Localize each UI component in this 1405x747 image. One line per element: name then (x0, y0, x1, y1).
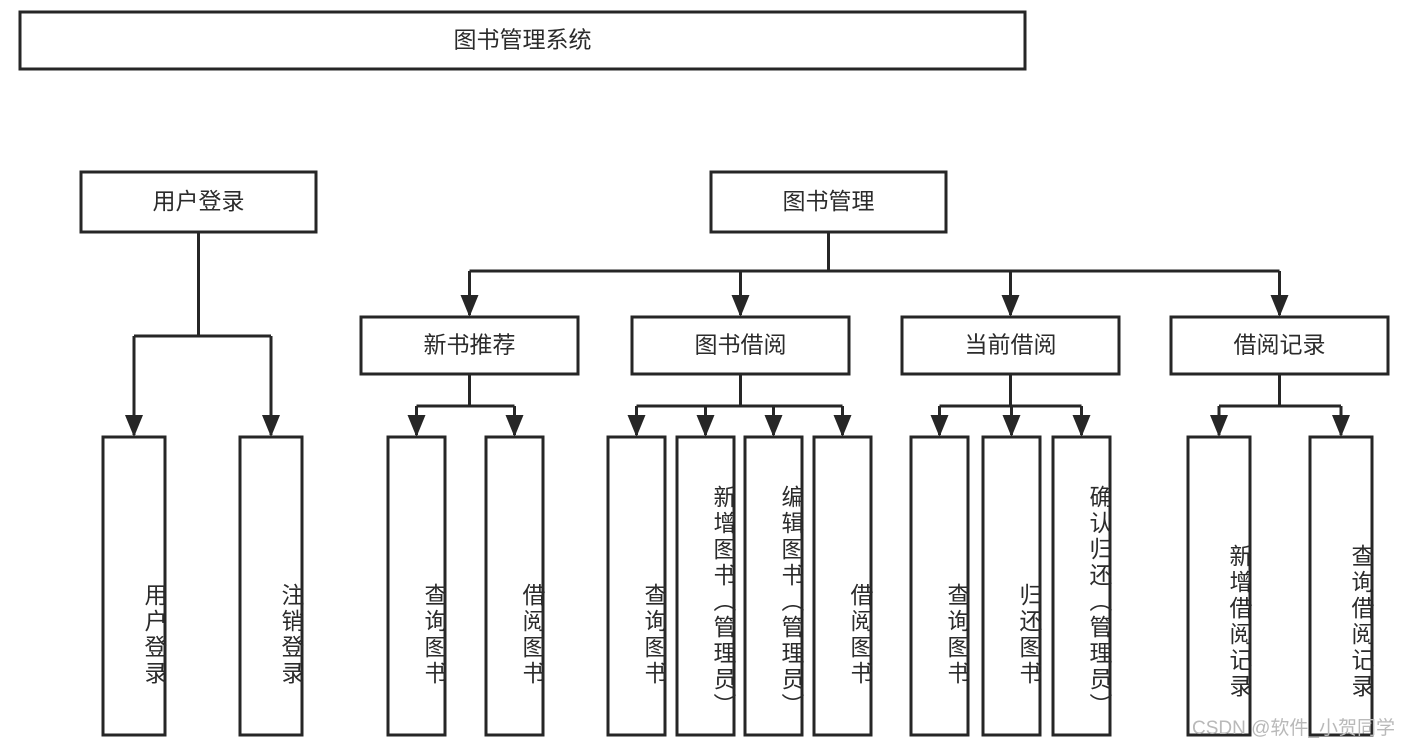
arrow-head-icon (1001, 295, 1020, 317)
arrow-head-icon (696, 415, 715, 437)
node-label-borrow-record: 借阅记录 (1234, 332, 1326, 358)
node-root[interactable]: 图书管理系统 (18, 10, 1027, 71)
node-bb-query[interactable] (606, 435, 667, 737)
node-label-current-borrow: 当前借阅 (965, 332, 1057, 358)
node-current-borrow[interactable]: 当前借阅 (900, 315, 1121, 376)
node-user-login[interactable]: 用户登录 (79, 170, 318, 234)
node-cb-confirm[interactable] (1051, 435, 1112, 737)
arrow-head-icon (460, 295, 479, 317)
arrow-head-icon (1002, 415, 1021, 437)
node-cb-query[interactable] (909, 435, 970, 737)
node-bb-add[interactable] (675, 435, 736, 737)
arrow-head-icon (1072, 415, 1091, 437)
arrow-head-icon (731, 295, 750, 317)
node-box-root[interactable] (18, 10, 1027, 71)
node-borrow-record[interactable]: 借阅记录 (1169, 315, 1390, 376)
node-nbr-query[interactable] (386, 435, 447, 737)
arrow-head-icon (125, 415, 143, 437)
csdn-watermark: CSDN @软件_小贺同学 (1192, 718, 1395, 739)
node-leaf-user-logout[interactable] (238, 435, 304, 737)
node-nbr-borrow[interactable] (484, 435, 545, 737)
arrow-head-icon (627, 415, 646, 437)
node-label-book-borrow: 图书借阅 (695, 332, 787, 358)
node-box-cb-return[interactable] (981, 435, 1042, 737)
node-box-bb-add[interactable] (675, 435, 736, 737)
node-box-bb-borrow[interactable] (812, 435, 873, 737)
node-box-current-borrow[interactable] (900, 315, 1121, 376)
node-bb-edit[interactable] (743, 435, 804, 737)
node-box-borrow-record[interactable] (1169, 315, 1390, 376)
arrow-head-icon (1210, 415, 1228, 437)
node-box-bb-edit[interactable] (743, 435, 804, 737)
node-box-cb-confirm[interactable] (1051, 435, 1112, 737)
node-book-manage[interactable]: 图书管理 (709, 170, 948, 234)
node-box-cb-query[interactable] (909, 435, 970, 737)
node-br-query[interactable] (1308, 435, 1374, 737)
arrow-head-icon (1270, 295, 1289, 317)
node-label-new-book-rec: 新书推荐 (424, 332, 516, 358)
node-bb-borrow[interactable] (812, 435, 873, 737)
arrow-head-icon (407, 415, 426, 437)
node-box-leaf-user-login[interactable] (101, 435, 167, 737)
node-box-leaf-user-logout[interactable] (238, 435, 304, 737)
node-box-bb-query[interactable] (606, 435, 667, 737)
arrow-head-icon (930, 415, 949, 437)
node-leaf-user-login[interactable] (101, 435, 167, 737)
node-box-br-query[interactable] (1308, 435, 1374, 737)
arrow-head-icon (764, 415, 783, 437)
node-box-new-book-rec[interactable] (359, 315, 580, 376)
arrow-head-icon (1332, 415, 1350, 437)
node-box-user-login[interactable] (79, 170, 318, 234)
node-box-book-manage[interactable] (709, 170, 948, 234)
node-box-nbr-query[interactable] (386, 435, 447, 737)
node-box-nbr-borrow[interactable] (484, 435, 545, 737)
arrow-head-icon (505, 415, 524, 437)
node-box-book-borrow[interactable] (630, 315, 851, 376)
node-br-add[interactable] (1186, 435, 1252, 737)
node-box-br-add[interactable] (1186, 435, 1252, 737)
node-new-book-rec[interactable]: 新书推荐 (359, 315, 580, 376)
arrow-head-icon (833, 415, 852, 437)
arrow-head-icon (262, 415, 280, 437)
node-label-book-manage: 图书管理 (783, 188, 875, 214)
node-cb-return[interactable] (981, 435, 1042, 737)
node-label-user-login: 用户登录 (153, 188, 245, 214)
node-label-root: 图书管理系统 (454, 27, 592, 53)
node-book-borrow[interactable]: 图书借阅 (630, 315, 851, 376)
connectors-layer (125, 232, 1350, 437)
